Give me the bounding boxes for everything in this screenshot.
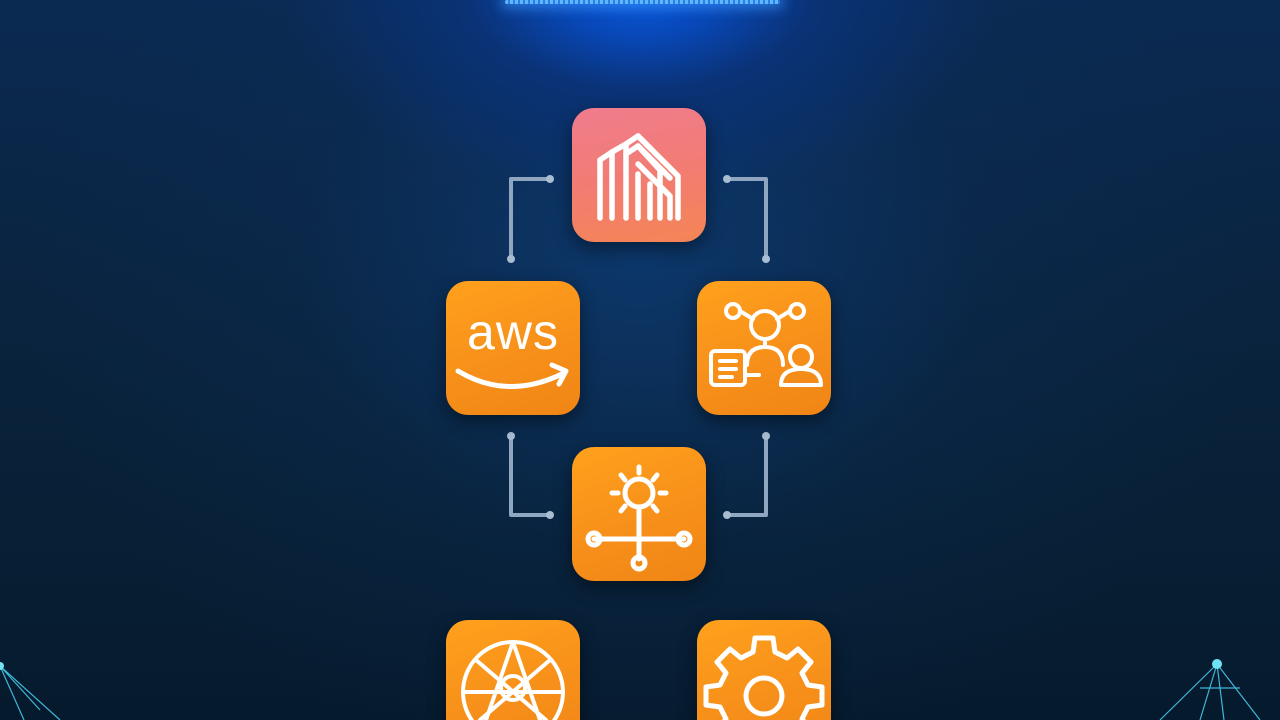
top-glow-bar <box>505 0 780 4</box>
network-people-document-icon <box>709 302 823 387</box>
aws-tile: aws <box>446 281 580 415</box>
top-logo-tile <box>572 108 706 242</box>
sun-hub-tile <box>572 447 706 581</box>
sun-hub-network-icon <box>585 464 693 572</box>
connector-top-right <box>725 177 768 261</box>
connector-top-left <box>509 177 552 261</box>
gear-tile <box>697 620 831 720</box>
stacked-bars-logo-icon <box>597 133 681 221</box>
aws-logo-icon <box>455 362 569 389</box>
aws-logo-label: aws <box>467 304 559 360</box>
gear-icon <box>703 635 825 720</box>
neural-network-circle-icon <box>461 640 565 720</box>
left-network-decoration <box>0 662 61 720</box>
neural-network-tile <box>446 620 580 720</box>
connector-bottom-left <box>509 434 552 517</box>
right-network-decoration <box>1159 659 1261 720</box>
people-network-tile <box>697 281 831 415</box>
connector-bottom-right <box>725 434 768 517</box>
